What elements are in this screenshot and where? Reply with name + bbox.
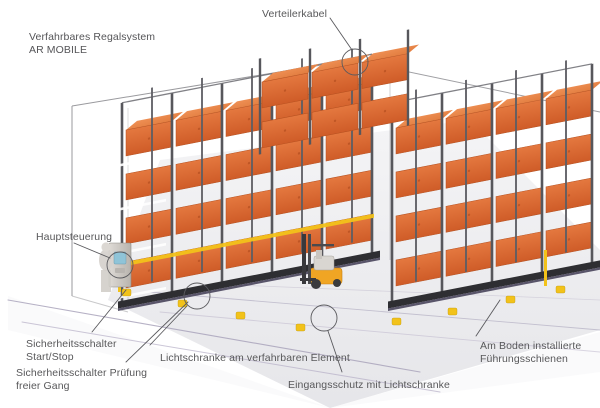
floor-guide-rails xyxy=(7,284,600,393)
leader-boden-schienen xyxy=(475,299,501,337)
callout-label-hauptsteuerung: Hauptsteuerung xyxy=(36,231,113,243)
operator-figure xyxy=(99,249,113,271)
callout-leaders xyxy=(73,17,501,373)
callout-label-am-boden-installierte-fuehrungsschienen: Am Boden installierte Führungsschienen xyxy=(480,340,582,365)
callout-circle-hauptsteuerung xyxy=(106,251,134,279)
main-control-cabinet xyxy=(99,242,132,292)
callout-label-sicherheitsschalter-pruefung: Sicherheitsschalter Prüfung freier Gang xyxy=(16,367,148,392)
leader-verteilerkabel xyxy=(329,17,353,51)
bollard-post-right xyxy=(544,250,547,286)
callout-circle-lichtschranke-element xyxy=(183,282,211,310)
rack-tower-centre xyxy=(258,29,419,155)
safety-strip-yellow xyxy=(122,213,374,267)
leader-sicherheitsschalter-start xyxy=(91,289,127,333)
leader-hauptsteuerung xyxy=(73,242,111,259)
cabinet-screen xyxy=(113,251,127,265)
callout-circle-eingangsschutz xyxy=(310,304,338,332)
callout-label-lichtschranke-verfahrbares-element: Lichtschranke am verfahrbaren Element xyxy=(160,352,350,364)
callout-label-eingangsschutz-lichtschranke: Eingangsschutz mit Lichtschranke xyxy=(288,379,450,391)
leader-eingangsschutz xyxy=(327,330,343,373)
forklift xyxy=(300,234,343,289)
leader-sicherheitsschalter-pruefung xyxy=(125,301,189,363)
callout-circle-verteilerkabel xyxy=(341,48,369,76)
leader-lichtschranke-element xyxy=(149,305,188,346)
callout-label-sicherheitsschalter-start-stop: Sicherheitsschalter Start/Stop xyxy=(26,338,117,363)
callout-label-verteilerkabel: Verteilerkabel xyxy=(262,8,328,20)
page-title: Verfahrbares Regalsystem AR MOBILE xyxy=(29,31,156,56)
